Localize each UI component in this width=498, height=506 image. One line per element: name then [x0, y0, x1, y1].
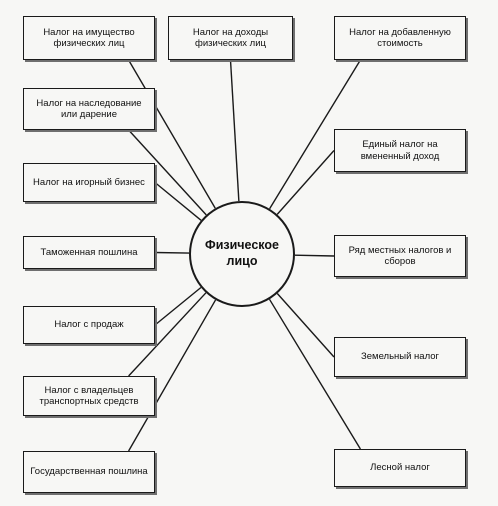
tax-box-land: Земельный налог	[334, 337, 466, 377]
tax-box-gambling: Налог на игорный бизнес	[23, 163, 155, 202]
tax-box-vat: Налог на добавленную стоимость	[334, 16, 466, 60]
connector-state	[127, 299, 217, 452]
center-node-individual: Физическое лицо	[189, 201, 295, 307]
tax-box-local-taxes: Ряд местных налогов и сборов	[334, 235, 466, 277]
tax-box-state-duty: Государственная пошлина	[23, 451, 155, 493]
connector-imputed	[276, 150, 335, 215]
tax-box-vehicle-owners: Налог с владельцев транспортных средств	[23, 376, 155, 416]
connector-land	[276, 293, 335, 358]
connector-sales	[154, 286, 202, 326]
connector-income	[229, 59, 240, 202]
connector-property	[127, 59, 216, 209]
tax-box-property: Налог на имущество физических лиц	[23, 16, 155, 60]
tax-box-imputed-income: Единый налог на вмененный доход	[334, 129, 466, 172]
connector-customs	[154, 251, 190, 254]
connector-forest	[268, 298, 361, 450]
tax-box-forest: Лесной налог	[334, 449, 466, 487]
tax-box-inheritance: Налог на наследование или дарение	[23, 88, 155, 130]
connector-inherit	[128, 129, 207, 216]
tax-box-sales: Налог с продаж	[23, 306, 155, 344]
connector-vat	[269, 59, 361, 210]
connector-gambling	[154, 181, 202, 221]
tax-box-customs-duty: Таможенная пошлина	[23, 236, 155, 269]
connector-local	[294, 254, 335, 257]
tax-box-income: Налог на доходы физических лиц	[168, 16, 293, 60]
connector-vehicle	[128, 292, 207, 377]
